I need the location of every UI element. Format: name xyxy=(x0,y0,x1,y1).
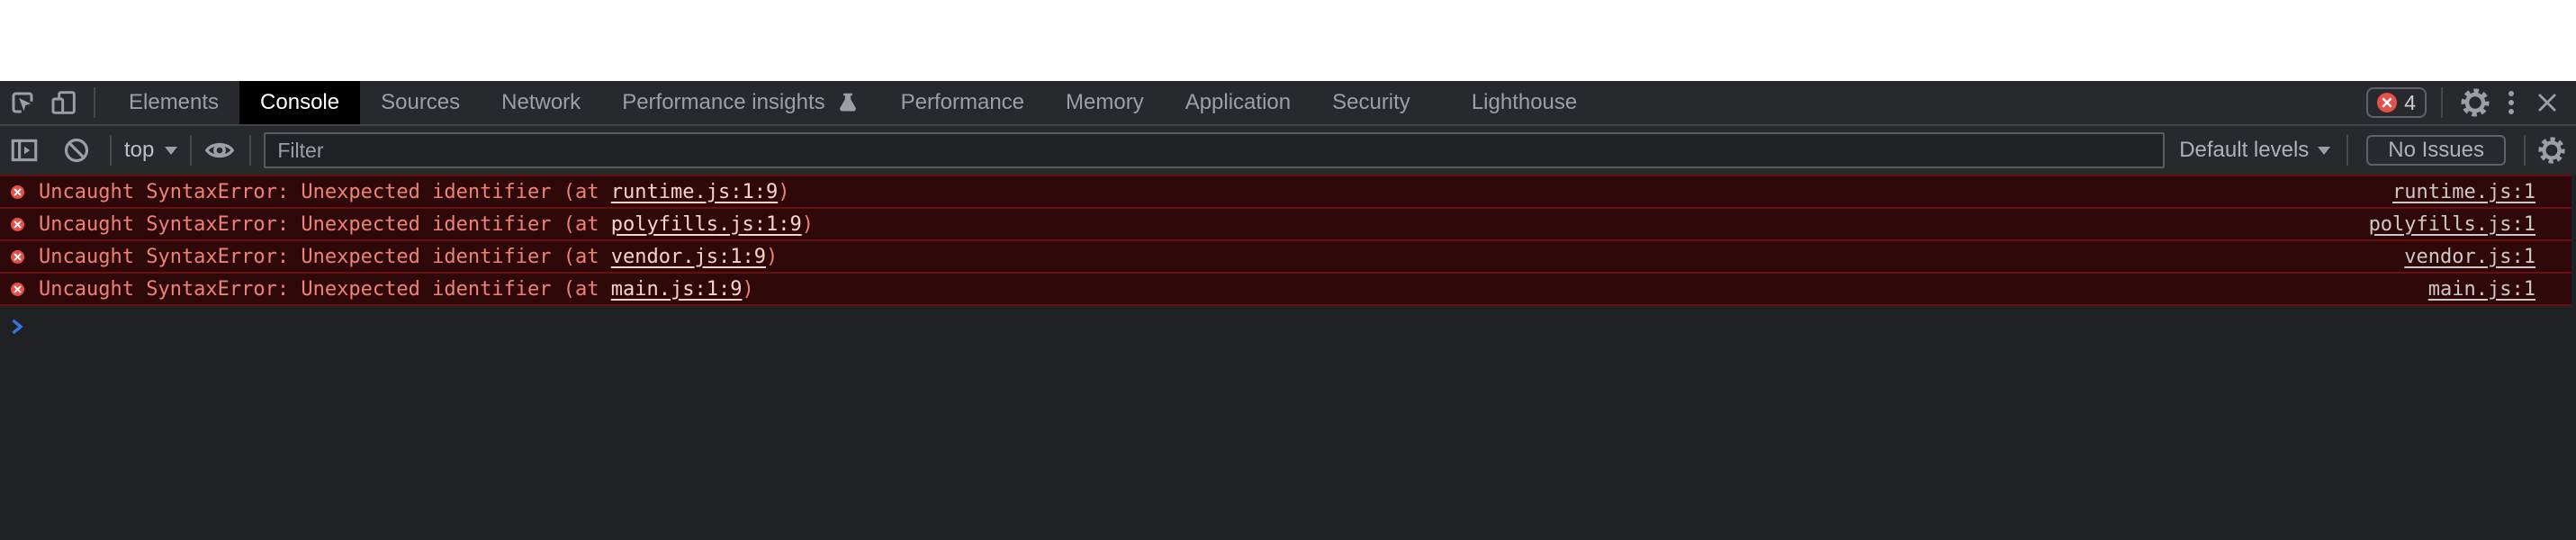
device-toolbar-icon xyxy=(50,88,78,117)
clear-console-button[interactable] xyxy=(56,136,97,165)
divider xyxy=(110,135,112,166)
source-link[interactable]: runtime.js:1 xyxy=(2392,180,2535,203)
tab-performance[interactable]: Performance xyxy=(880,81,1045,124)
context-label: top xyxy=(124,138,155,162)
close-devtools-button[interactable] xyxy=(2527,83,2567,122)
source-link[interactable]: vendor.js:1 xyxy=(2404,245,2535,268)
console-settings-button[interactable] xyxy=(2531,135,2572,166)
javascript-context-selector[interactable]: top xyxy=(112,138,190,163)
inspect-icon xyxy=(9,89,36,116)
tab-sources[interactable]: Sources xyxy=(360,81,481,124)
tab-application[interactable]: Application xyxy=(1165,81,1311,124)
tab-label: Performance xyxy=(900,90,1025,114)
settings-button[interactable] xyxy=(2455,83,2495,122)
error-message: Uncaught SyntaxError: Unexpected identif… xyxy=(39,246,778,268)
prompt-chevron-icon xyxy=(11,318,23,336)
tab-performance-insights[interactable]: Performance insights xyxy=(601,81,879,124)
error-icon xyxy=(2377,93,2398,112)
tab-strip: Elements Console Sources Network Perform… xyxy=(108,81,1598,124)
tab-network[interactable]: Network xyxy=(481,81,601,124)
devtools-tab-bar: Elements Console Sources Network Perform… xyxy=(0,81,2576,126)
tab-memory[interactable]: Memory xyxy=(1045,81,1165,124)
tab-security[interactable]: Security xyxy=(1311,81,1431,124)
tab-label: Network xyxy=(501,90,581,114)
page-content-area xyxy=(0,0,2576,81)
console-error-row: Uncaught SyntaxError: Unexpected identif… xyxy=(0,209,2571,241)
device-toolbar-button[interactable] xyxy=(43,81,85,124)
message-text: Uncaught SyntaxError: Unexpected identif… xyxy=(39,277,611,301)
error-icon xyxy=(11,249,24,264)
message-text: Uncaught SyntaxError: Unexpected identif… xyxy=(39,245,611,268)
error-icon xyxy=(11,217,24,231)
console-error-row: Uncaught SyntaxError: Unexpected identif… xyxy=(0,274,2571,306)
console-toolbar: top Default levels xyxy=(0,126,2576,175)
message-source-link[interactable]: polyfills.js:1:9 xyxy=(610,212,802,236)
message-source-link[interactable]: main.js:1:9 xyxy=(610,277,743,301)
log-levels-selector[interactable]: Default levels xyxy=(2179,138,2331,163)
levels-label: Default levels xyxy=(2179,138,2310,162)
console-error-row: Uncaught SyntaxError: Unexpected identif… xyxy=(0,176,2571,209)
divider xyxy=(2441,87,2443,118)
tab-label: Application xyxy=(1184,90,1292,114)
tab-label: Memory xyxy=(1066,90,1144,114)
filter-input[interactable] xyxy=(264,132,2166,168)
message-text: Uncaught SyntaxError: Unexpected identif… xyxy=(39,180,611,203)
tab-label: Sources xyxy=(381,90,461,114)
error-message: Uncaught SyntaxError: Unexpected identif… xyxy=(39,181,789,203)
error-icon xyxy=(11,184,24,199)
gear-icon xyxy=(2459,86,2491,119)
error-message: Uncaught SyntaxError: Unexpected identif… xyxy=(39,213,814,236)
chevron-down-icon xyxy=(2318,146,2331,155)
divider xyxy=(94,87,95,118)
kebab-menu-icon xyxy=(2508,90,2515,115)
devtools-panel: Elements Console Sources Network Perform… xyxy=(0,81,2576,540)
message-text: ) xyxy=(742,277,754,301)
live-expression-button[interactable] xyxy=(199,134,240,166)
inspect-element-button[interactable] xyxy=(2,81,43,124)
more-options-button[interactable] xyxy=(2495,83,2527,122)
error-icon xyxy=(11,282,24,296)
eye-icon xyxy=(203,134,236,166)
tab-console[interactable]: Console xyxy=(239,81,361,124)
tab-lighthouse[interactable]: Lighthouse xyxy=(1451,81,1598,124)
console-messages: Uncaught SyntaxError: Unexpected identif… xyxy=(0,175,2571,306)
console-error-row: Uncaught SyntaxError: Unexpected identif… xyxy=(0,241,2571,274)
console-sidebar-toggle-button[interactable] xyxy=(4,135,45,166)
message-text: ) xyxy=(801,212,814,236)
source-link[interactable]: main.js:1 xyxy=(2427,277,2535,301)
error-message: Uncaught SyntaxError: Unexpected identif… xyxy=(39,278,754,301)
message-text: ) xyxy=(778,180,790,203)
console-prompt[interactable] xyxy=(0,306,2576,360)
divider xyxy=(2524,135,2526,166)
tab-label: Security xyxy=(1332,90,1410,114)
error-count: 4 xyxy=(2404,90,2416,114)
flask-icon xyxy=(836,91,860,114)
sidebar-toggle-icon xyxy=(9,135,40,166)
gear-icon xyxy=(2536,135,2567,166)
source-link[interactable]: polyfills.js:1 xyxy=(2368,212,2535,236)
close-icon xyxy=(2535,91,2559,114)
chevron-down-icon xyxy=(165,146,178,155)
divider xyxy=(190,135,193,166)
no-issues-label: No Issues xyxy=(2388,138,2484,162)
tab-label: Performance insights xyxy=(622,90,825,114)
tab-label: Lighthouse xyxy=(1471,90,1578,114)
no-issues-button[interactable]: No Issues xyxy=(2366,135,2506,166)
message-text: ) xyxy=(765,245,779,268)
divider xyxy=(249,135,252,166)
clear-console-icon xyxy=(62,136,91,165)
tab-label: Elements xyxy=(129,90,220,114)
message-text: Uncaught SyntaxError: Unexpected identif… xyxy=(39,212,611,236)
message-source-link[interactable]: runtime.js:1:9 xyxy=(610,180,779,203)
divider xyxy=(2346,135,2349,166)
tab-elements[interactable]: Elements xyxy=(108,81,239,124)
message-source-link[interactable]: vendor.js:1:9 xyxy=(610,245,766,268)
error-count-badge[interactable]: 4 xyxy=(2366,87,2427,118)
tab-bar-right-controls: 4 xyxy=(2366,81,2567,124)
tab-label: Console xyxy=(260,90,340,114)
